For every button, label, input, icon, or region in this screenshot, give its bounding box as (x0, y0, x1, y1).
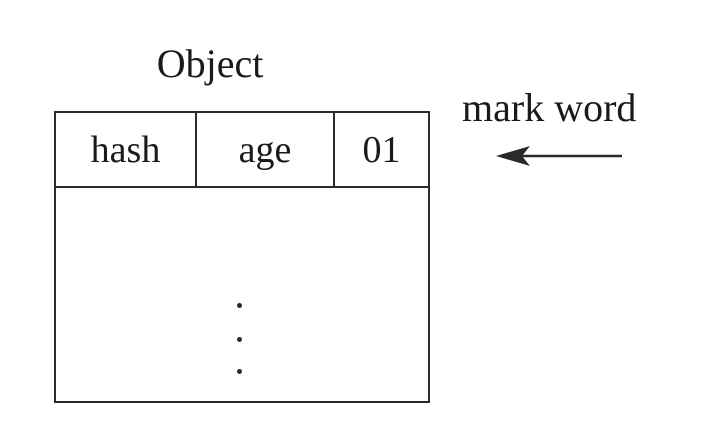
object-body (56, 188, 428, 401)
hash-field: hash (56, 113, 197, 186)
age-field: age (197, 113, 335, 186)
object-title: Object (156, 41, 264, 86)
mark-word-row: hash age 01 (56, 113, 428, 188)
object-box: hash age 01 (54, 111, 430, 403)
left-arrow-icon (496, 146, 622, 166)
mark-word-label: mark word (462, 85, 637, 130)
lock-flag-field: 01 (362, 128, 401, 171)
ellipsis-dot (237, 337, 242, 342)
arrow-head (496, 146, 530, 166)
ellipsis-dot (237, 369, 242, 374)
ellipsis-dot (237, 303, 242, 308)
